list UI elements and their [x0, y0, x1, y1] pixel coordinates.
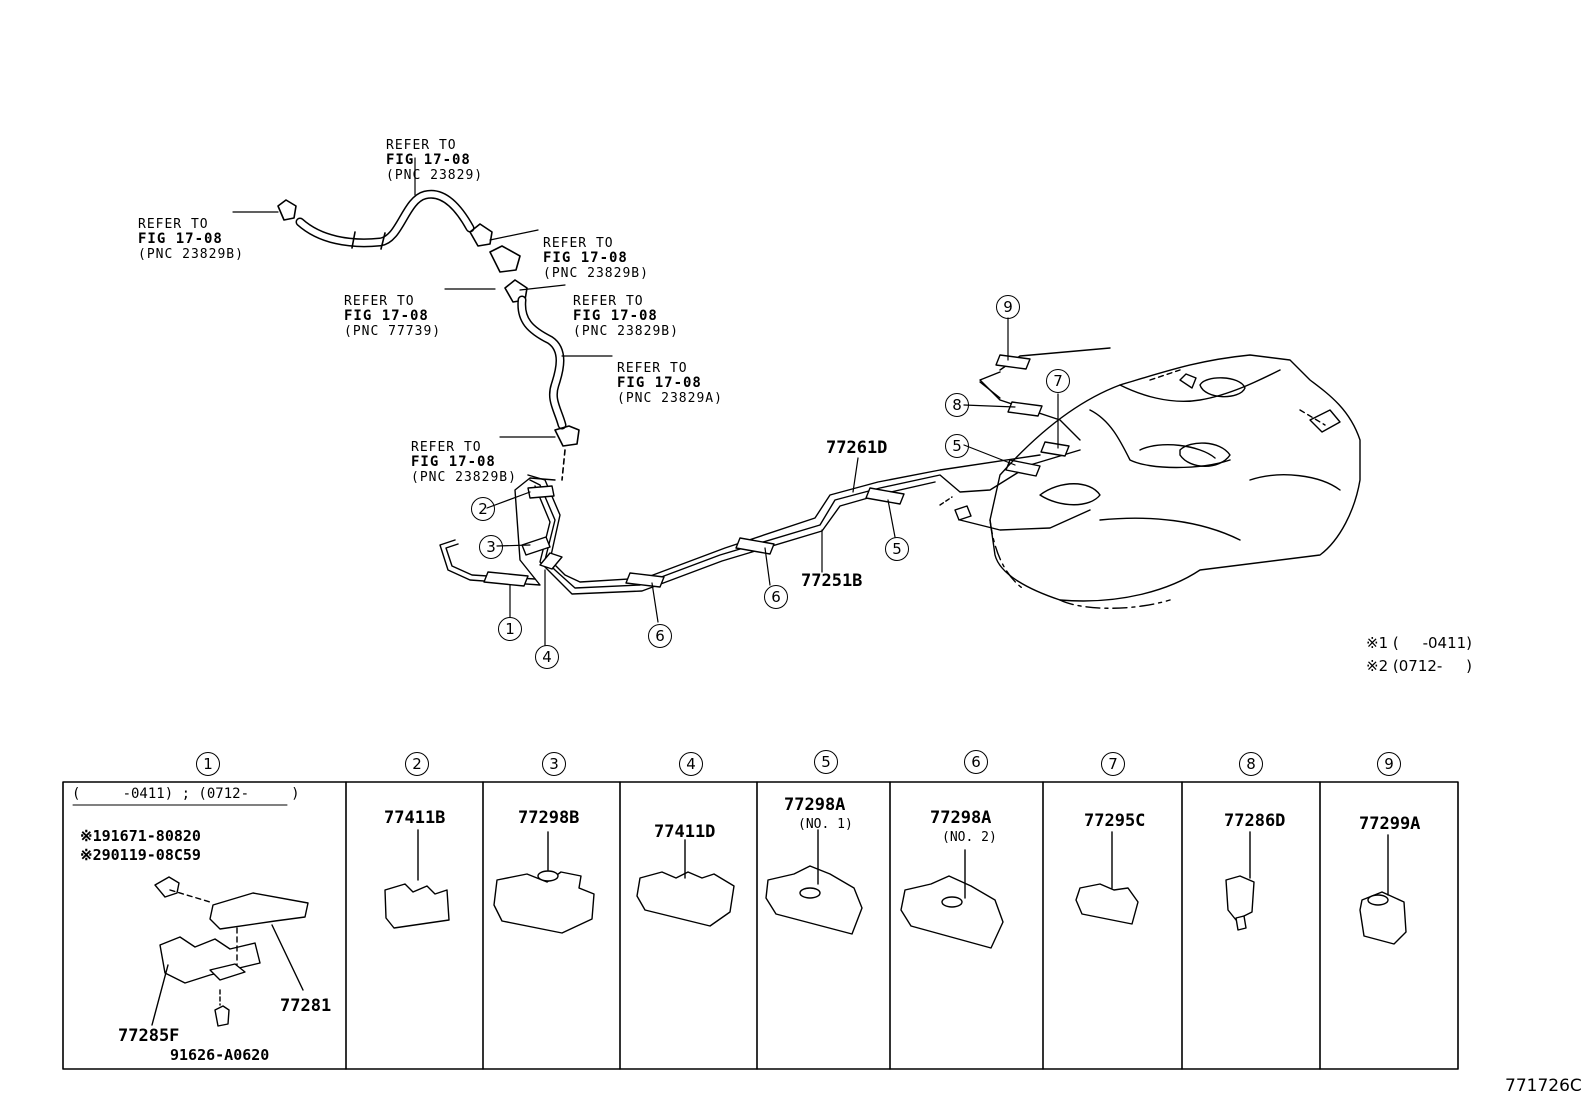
callout-6-left: 6 [648, 624, 672, 648]
callout-5-tank: 5 [945, 434, 969, 458]
cell5-sub: (NO. 1) [798, 817, 853, 832]
part-drawings [151, 829, 1407, 1027]
cell6-part: 77298A [930, 808, 992, 828]
callout-5-tube: 5 [885, 537, 909, 561]
cell9-part: 77299A [1359, 814, 1421, 834]
table-header-7: 7 [1101, 752, 1125, 776]
upper-hose-assembly [277, 189, 580, 481]
table-header-5: 5 [814, 750, 838, 774]
note-1: ※1 ( -0411) [1366, 634, 1473, 652]
cell6-sub: (NO. 2) [942, 830, 997, 845]
cell3-part: 77298B [518, 808, 580, 828]
cell1-part-clamp: 77285F [118, 1026, 180, 1046]
cell1-part-bolt: 91626-A0620 [170, 1046, 270, 1064]
callout-1: 1 [498, 617, 522, 641]
refer-leader-lines [232, 157, 613, 438]
table-header-6: 6 [964, 750, 988, 774]
table-header-1: 1 [196, 752, 220, 776]
tube-clamps [483, 354, 1070, 588]
cell2-part: 77411B [384, 808, 446, 828]
callout-7: 7 [1046, 369, 1070, 393]
cell1-range: ( -0411) ; (0712- ) [72, 786, 300, 802]
cell4-part: 77411D [654, 822, 716, 842]
table-header-3: 3 [542, 752, 566, 776]
callout-9: 9 [996, 295, 1020, 319]
table-header-2: 2 [405, 752, 429, 776]
fuel-tank [939, 354, 1361, 609]
figure-id: 771726C [1505, 1076, 1582, 1096]
callout-3: 3 [479, 535, 503, 559]
cell5-part: 77298A [784, 795, 846, 815]
note-2: ※2 (0712- ) [1366, 657, 1473, 675]
part-number-77251b: 77251B [801, 571, 863, 591]
parts-table-grid [62, 781, 1459, 1070]
cell8-part: 77286D [1224, 811, 1286, 831]
cell7-part: 77295C [1084, 811, 1146, 831]
table-header-9: 9 [1377, 752, 1401, 776]
part-number-77261d: 77261D [826, 438, 888, 458]
table-header-4: 4 [679, 752, 703, 776]
table-header-8: 8 [1239, 752, 1263, 776]
cell1-part-a: ※191671-80820 [80, 827, 201, 845]
callout-6-middle: 6 [764, 585, 788, 609]
callout-4: 4 [535, 645, 559, 669]
callout-2: 2 [471, 497, 495, 521]
callout-8: 8 [945, 393, 969, 417]
cell1-part-bracket: 77281 [280, 996, 332, 1016]
cell1-part-b: ※290119-08C59 [80, 846, 201, 864]
